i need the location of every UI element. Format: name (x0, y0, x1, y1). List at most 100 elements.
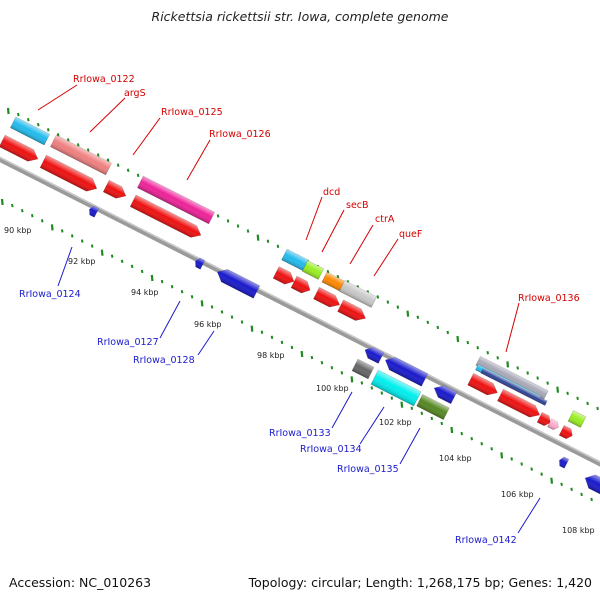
gene-rev-rriowa-0127[interactable] (193, 257, 206, 270)
gene-rev-2[interactable] (382, 354, 429, 387)
minor-tick (570, 487, 573, 492)
gene-fwd-rriowa-0125[interactable] (129, 194, 204, 241)
gene-args[interactable] (50, 134, 112, 176)
gene-label-rriowa-0124[interactable]: RrIowa_0124 (19, 289, 81, 300)
gene-fwd-8[interactable] (467, 373, 501, 398)
kbp-label: 104 kbp (439, 454, 472, 463)
gene-label-rriowa-0135[interactable]: RrIowa_0135 (337, 464, 399, 475)
minor-tick (340, 371, 344, 375)
major-tick (450, 426, 454, 434)
gene-rev-1[interactable] (362, 345, 385, 364)
minor-tick (416, 315, 420, 319)
minor-tick (236, 224, 240, 228)
minor-tick (120, 259, 124, 264)
kbp-scale: 90 kbp 92 kbp 94 kbp 96 kbp 98 kbp 100 k… (4, 226, 595, 535)
minor-tick (330, 366, 334, 370)
gene-label-args[interactable]: argS (124, 88, 146, 99)
gene-label-dcd[interactable]: dcd (323, 187, 340, 198)
minor-tick (360, 381, 364, 385)
gene-small-green[interactable] (567, 410, 587, 428)
gene-rriowa-0135[interactable] (416, 394, 450, 420)
major-tick (400, 401, 404, 408)
minor-tick (386, 300, 390, 304)
gene-fwd-5[interactable] (290, 275, 313, 296)
gene-fwd-11[interactable] (558, 424, 575, 440)
minor-tick (226, 219, 230, 223)
minor-tick (470, 436, 474, 441)
major-tick (200, 300, 204, 307)
gene-rev-rriowa-0142[interactable] (582, 471, 600, 496)
gene-rev-4[interactable] (557, 456, 570, 469)
gene-fwd-3[interactable] (102, 179, 129, 202)
gene-label-rriowa-0122[interactable]: RrIowa_0122 (73, 74, 135, 85)
major-tick (300, 350, 304, 358)
major-tick (100, 249, 104, 256)
gene-rriowa-0134[interactable] (370, 369, 422, 407)
map-title: Rickettsia rickettsii str. Iowa, complet… (151, 9, 449, 24)
genome-backbone (0, 152, 600, 474)
gene-label-rriowa-0142[interactable]: RrIowa_0142 (455, 535, 517, 546)
minor-tick (496, 356, 499, 360)
gene-rriowa-0126[interactable] (136, 175, 216, 225)
major-tick (556, 386, 560, 393)
gene-label-rriowa-0133[interactable]: RrIowa_0133 (269, 428, 331, 439)
minor-tick (410, 406, 414, 410)
gene-fwd-4[interactable] (272, 266, 297, 288)
minor-tick (17, 112, 20, 117)
gene-fwd-2[interactable] (39, 154, 100, 195)
minor-tick (546, 381, 549, 385)
minor-tick (130, 264, 134, 269)
gene-fwd-9[interactable] (497, 388, 542, 421)
major-tick (550, 477, 554, 484)
gene-label-secb[interactable]: secB (346, 200, 369, 211)
minor-tick (30, 214, 34, 218)
major-tick (506, 361, 510, 368)
minor-tick (490, 447, 493, 451)
gene-rev-3[interactable] (431, 382, 458, 405)
gene-label-rriowa-0136[interactable]: RrIowa_0136 (518, 293, 580, 304)
minor-tick (480, 442, 484, 446)
gene-label-rriowa-0127[interactable]: RrIowa_0127 (97, 337, 159, 348)
minor-tick (170, 284, 174, 289)
gene-fwd-6[interactable] (313, 286, 342, 310)
gene-fwd-7[interactable] (337, 299, 369, 324)
minor-tick (260, 330, 264, 334)
kbp-label: 102 kbp (379, 418, 412, 427)
gene-label-rriowa-0128[interactable]: RrIowa_0128 (133, 355, 195, 366)
minor-tick (336, 275, 340, 279)
minor-tick (430, 416, 434, 421)
gene-rev-rriowa-0124[interactable] (87, 205, 100, 218)
gene-rriowa-0133[interactable] (351, 358, 375, 380)
gene-rriowa-0136-c[interactable] (480, 368, 548, 406)
minor-tick (436, 325, 440, 330)
minor-tick (90, 244, 94, 248)
gene-features (0, 116, 600, 496)
major-tick (350, 376, 354, 383)
minor-tick (86, 148, 90, 152)
gene-label-rriowa-0134[interactable]: RrIowa_0134 (300, 444, 362, 455)
kbp-label: 96 kbp (194, 320, 222, 329)
gene-quef[interactable] (338, 280, 378, 308)
minor-tick (396, 305, 400, 309)
gene-secb[interactable] (301, 260, 325, 280)
gene-fwd-1[interactable] (0, 134, 41, 165)
gene-label-rriowa-0125[interactable]: RrIowa_0125 (161, 107, 223, 118)
minor-tick (40, 219, 44, 223)
minor-tick (66, 138, 70, 142)
minor-tick (376, 295, 380, 299)
gene-label-quef[interactable]: queF (399, 229, 422, 240)
minor-tick (36, 123, 40, 127)
gene-fwd-10[interactable] (536, 411, 553, 427)
gene-rev-rriowa-0128[interactable] (214, 266, 261, 299)
gene-rriowa-0122[interactable] (9, 116, 51, 146)
minor-tick (280, 340, 284, 345)
minor-tick (270, 335, 274, 340)
gene-label-ctra[interactable]: ctrA (375, 214, 395, 225)
accession-text: Accession: NC_010263 (9, 575, 152, 590)
minor-tick (26, 117, 30, 122)
minor-tick (440, 421, 444, 426)
minor-tick (180, 290, 184, 294)
gene-label-rriowa-0126[interactable]: RrIowa_0126 (209, 129, 271, 140)
minor-tick (326, 269, 330, 274)
gene-fwd-pink[interactable] (547, 418, 561, 432)
